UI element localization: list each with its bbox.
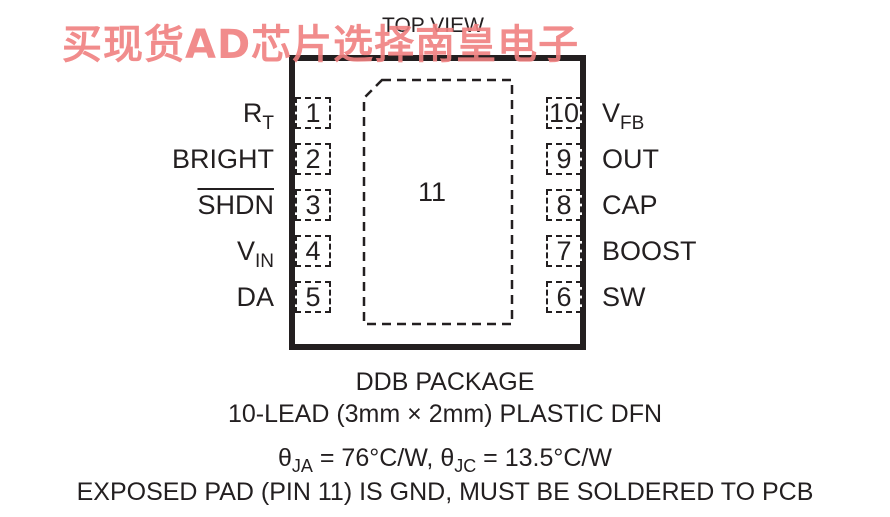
pin-label-rt: RT	[242, 97, 274, 133]
pin-label-vin: VIN	[236, 235, 274, 271]
theta-ja-subscript: JA	[291, 456, 313, 476]
pin-box-3: 3	[295, 189, 331, 221]
pin-name: V	[602, 98, 621, 128]
theta-jc-value: = 13.5°C/W	[476, 444, 612, 472]
pin-box-5: 5	[295, 281, 331, 313]
exposed-pad-number: 11	[418, 177, 447, 207]
exposed-pad-outline	[362, 78, 514, 326]
pin-box-2: 2	[295, 143, 331, 175]
pin-label-cap: CAP	[602, 190, 658, 220]
theta-ja-symbol: θ	[278, 444, 292, 472]
pin-label-shdn: SHDN	[197, 190, 274, 220]
theta-jc-symbol: θ	[440, 444, 455, 472]
pin-box-4: 4	[295, 235, 331, 267]
top-view-label: TOP VIEW	[382, 14, 484, 37]
pin-label-sw: SW	[602, 282, 646, 312]
thermal-resistance: θJA = 76°C/W, θJC = 13.5°C/W	[0, 444, 890, 476]
theta-jc-subscript: JC	[454, 456, 477, 476]
theta-ja-value: = 76°C/W,	[312, 444, 441, 472]
package-name: DDB PACKAGE	[355, 368, 535, 396]
pin-box-1: 1	[295, 97, 331, 129]
watermark-text: 买现货AD芯片选择南皇电子	[62, 22, 580, 68]
pin-box-10: 10	[546, 97, 582, 129]
package-description: 10-LEAD (3mm × 2mm) PLASTIC DFN	[227, 400, 663, 428]
pin-label-out: OUT	[602, 144, 659, 174]
pin-box-9: 9	[546, 143, 582, 175]
package-outline	[289, 55, 586, 350]
pin-label-bright: BRIGHT	[171, 144, 274, 174]
pin-name: R	[242, 98, 263, 128]
pin-name-subscript: FB	[620, 113, 645, 134]
pin-name-subscript: IN	[255, 251, 274, 272]
exposed-pad-note: EXPOSED PAD (PIN 11) IS GND, MUST BE SOL…	[76, 478, 814, 506]
pin-box-6: 6	[546, 281, 582, 313]
pin-label-vfb: VFB	[602, 97, 644, 133]
pin-label-da: DA	[236, 282, 274, 312]
pin-label-boost: BOOST	[602, 236, 697, 266]
pin-box-8: 8	[546, 189, 582, 221]
pin-name: V	[236, 236, 255, 266]
pin-name-subscript: T	[262, 113, 274, 134]
pin-box-7: 7	[546, 235, 582, 267]
